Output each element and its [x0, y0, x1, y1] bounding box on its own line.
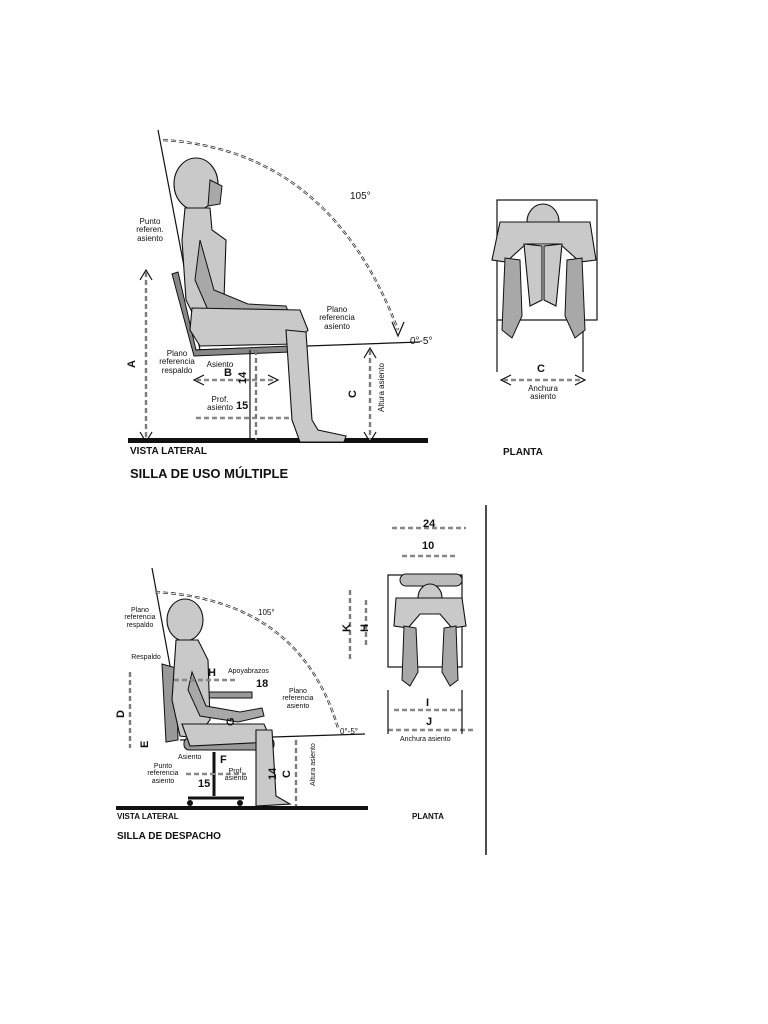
office-plano-asiento-label: Plano referencia asiento — [282, 688, 314, 710]
office-angle-label: 105° — [258, 608, 275, 617]
plan-dim-24-label: 24 — [423, 518, 436, 530]
dim-B-label: B — [224, 367, 232, 379]
office-planta-caption: PLANTA — [412, 812, 444, 821]
floor-line-2 — [116, 806, 368, 810]
office-vista-lateral-caption: VISTA LATERAL — [117, 812, 179, 821]
office-dim-15-label: 15 — [198, 778, 211, 790]
seated-person-side — [173, 157, 347, 443]
plan-dim-C-label: C — [537, 363, 545, 375]
tilt-label: 0°-5° — [410, 336, 433, 347]
dim-C-label: C — [347, 390, 359, 398]
office-dim-E-label: E — [139, 740, 151, 748]
office-dim-D-label: D — [115, 710, 127, 718]
punto-referencia-label: Punto referen. asiento — [136, 217, 164, 243]
office-seated-person-side — [166, 598, 292, 807]
multi-chair-side-view — [128, 129, 428, 444]
plan-dim-J-label: J — [426, 716, 433, 728]
dim-18-label: 18 — [256, 678, 269, 690]
office-chair-side-view — [116, 567, 368, 810]
apoyabrazos-label: Apoyabrazos — [228, 668, 269, 675]
office-plano-respaldo-label: Plano referencia respaldo — [124, 607, 156, 629]
office-tilt-label: 0°-5° — [340, 727, 358, 736]
office-asiento-label: Asiento — [178, 754, 202, 761]
office-altura-label: Altura asiento — [310, 743, 317, 786]
office-chair-plan-view — [348, 505, 487, 855]
plano-respaldo-label: Plano referencia respaldo — [159, 349, 195, 375]
plan-dim-I-label: I — [426, 697, 430, 709]
dim-A-label: A — [126, 360, 138, 368]
planta-caption: PLANTA — [503, 447, 543, 458]
plan-dim-H-label: H — [359, 624, 371, 632]
office-dim-G-label: G — [225, 717, 237, 726]
floor-line — [128, 438, 428, 443]
office-dim-14-label: 14 — [267, 767, 279, 780]
plan-dim-K-label: K — [341, 624, 353, 632]
office-dim-F-label: F — [220, 754, 227, 766]
office-anchura-label: Anchura asiento — [400, 736, 451, 743]
altura-asiento-label: Altura asiento — [377, 363, 386, 412]
plan-dim-10-label: 10 — [422, 540, 435, 552]
office-prof-label: Prof. asiento — [224, 768, 248, 783]
asiento-label: Asiento — [206, 360, 234, 369]
office-seated-person-plan — [393, 583, 467, 687]
office-dim-C-label: C — [281, 770, 293, 778]
office-punto-label: Punto referencia asiento — [147, 763, 179, 785]
chair-title-2: SILLA DE DESPACHO — [117, 831, 221, 842]
prof-asiento-label: Prof. asiento — [207, 395, 233, 413]
angle-label: 105° — [350, 191, 371, 202]
anchura-asiento-label: Anchura asiento — [528, 384, 558, 402]
seated-person-plan — [491, 203, 597, 339]
plano-asiento-label: Plano referencia asiento — [319, 305, 355, 331]
vista-lateral-caption: VISTA LATERAL — [130, 446, 208, 457]
multi-chair-plan-view — [491, 199, 598, 386]
arc-arrowhead — [391, 321, 405, 338]
office-dim-H-label: H — [208, 667, 216, 679]
chair-title-1: SILLA DE USO MÚLTIPLE — [130, 466, 289, 481]
dim-14-label: 14 — [237, 371, 249, 384]
respaldo-label: Respaldo — [131, 654, 161, 661]
dim-15-label: 15 — [236, 400, 249, 412]
